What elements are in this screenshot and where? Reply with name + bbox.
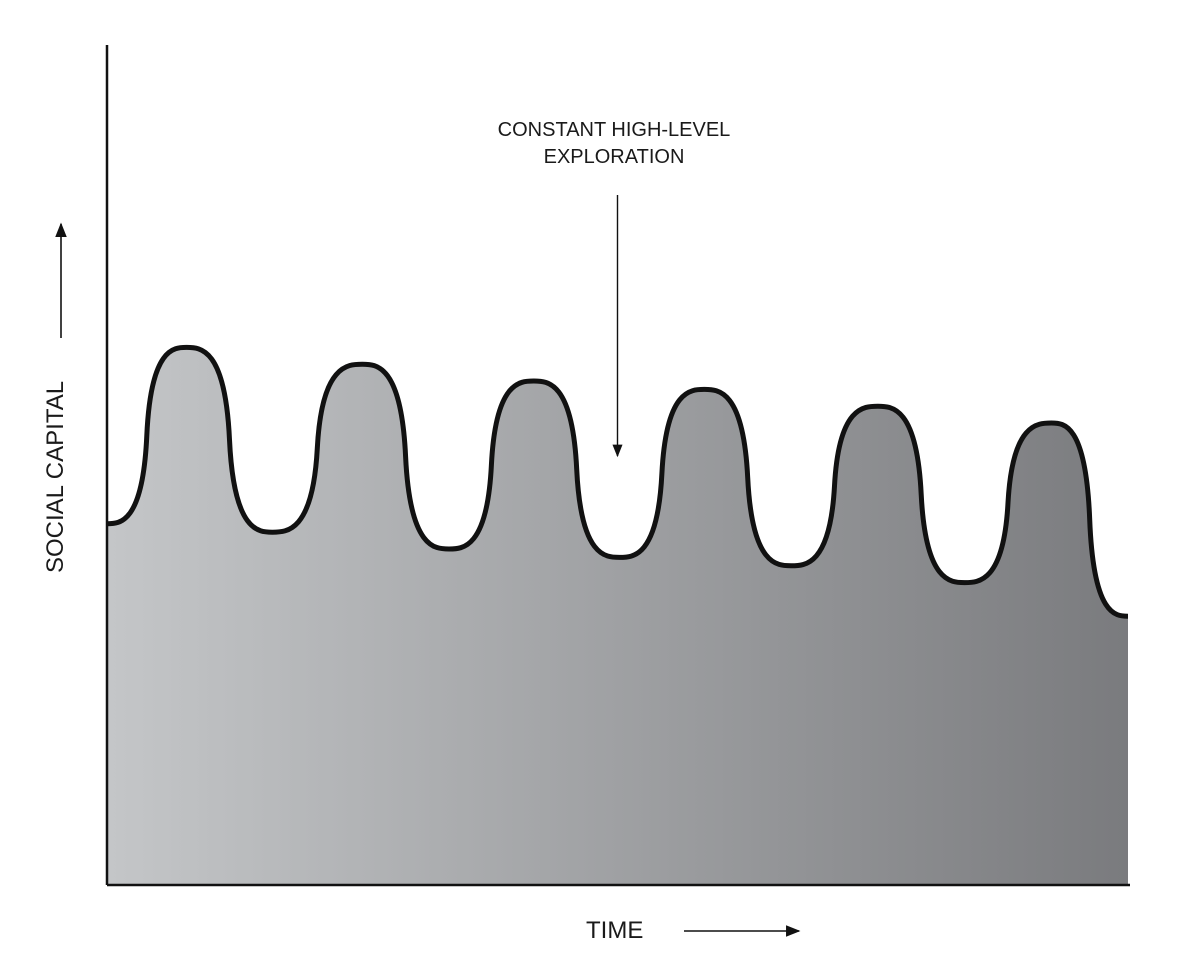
- annotation-line-2: EXPLORATION: [544, 146, 685, 168]
- annotation-line-1: CONSTANT HIGH-LEVEL: [498, 119, 731, 141]
- series-line: [106, 344, 1129, 619]
- y-axis-label: SOCIAL CAPITAL: [42, 381, 69, 573]
- x-axis-label: TIME: [586, 917, 643, 944]
- series-area-fill: [107, 347, 1128, 885]
